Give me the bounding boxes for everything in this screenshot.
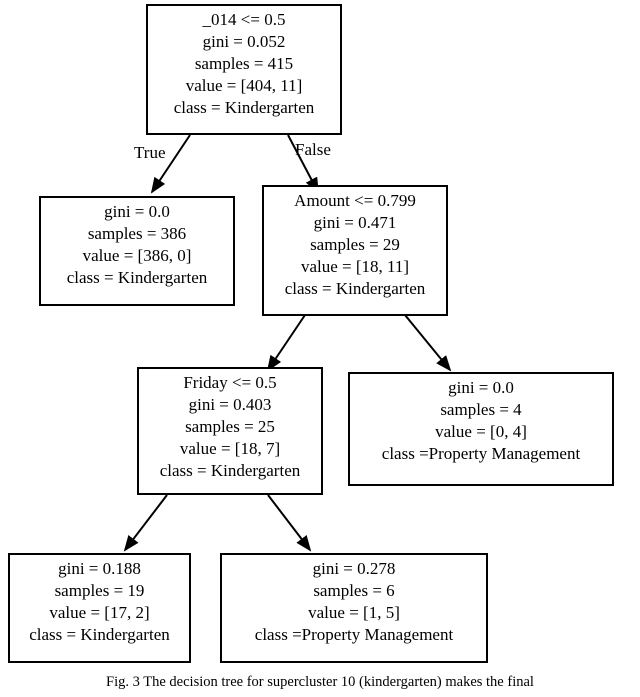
tree-node-leaf-property-6: gini = 0.278 samples = 6 value = [1, 5] …: [220, 553, 488, 663]
node-line: value = [0, 4]: [435, 422, 527, 441]
edge-label-false: False: [295, 140, 331, 159]
node-line: samples = 6: [313, 581, 395, 600]
tree-node-root: _014 <= 0.5 gini = 0.052 samples = 415 v…: [146, 4, 342, 135]
node-line: Amount <= 0.799: [294, 191, 416, 210]
node-line: value = [18, 7]: [179, 439, 281, 458]
node-line: samples = 29: [310, 235, 400, 254]
node-line: gini = 0.0: [448, 378, 514, 397]
node-line: samples = 4: [440, 400, 522, 419]
node-line: value = [18, 11]: [300, 257, 410, 276]
node-line: value = [17, 2]: [49, 603, 150, 622]
edge-label-true: True: [134, 143, 166, 162]
node-line: samples = 386: [87, 224, 187, 243]
tree-node-leaf-kindergarten-19: gini = 0.188 samples = 19 value = [17, 2…: [8, 553, 191, 663]
node-line: class = Kindergarten: [29, 625, 170, 644]
node-line: value = [386, 0]: [82, 246, 192, 265]
node-line: gini = 0.188: [58, 559, 141, 578]
node-line: class = Kindergarten: [284, 279, 426, 298]
node-line: gini = 0.403: [188, 395, 272, 414]
tree-node-amount: Amount <= 0.799 gini = 0.471 samples = 2…: [262, 185, 448, 316]
node-line: gini = 0.0: [104, 202, 170, 221]
node-line: class = Kindergarten: [159, 461, 301, 480]
figure-caption: Fig. 3 The decision tree for supercluste…: [106, 674, 534, 690]
node-line: gini = 0.278: [312, 559, 396, 578]
tree-node-leaf-kindergarten-386: gini = 0.0 samples = 386 value = [386, 0…: [39, 196, 235, 306]
tree-node-leaf-property-4: gini = 0.0 samples = 4 value = [0, 4] cl…: [348, 372, 614, 486]
node-line: gini = 0.052: [202, 32, 286, 51]
node-line: samples = 25: [185, 417, 275, 436]
node-line: class =Property Management: [254, 625, 454, 644]
node-line: samples = 415: [194, 54, 294, 73]
node-line: class = Kindergarten: [173, 98, 315, 117]
node-line: Friday <= 0.5: [183, 373, 277, 392]
node-line: gini = 0.471: [313, 213, 397, 232]
node-line: value = [404, 11]: [185, 76, 303, 95]
node-line: value = [1, 5]: [308, 603, 400, 622]
node-line: samples = 19: [54, 581, 145, 600]
node-line: class = Kindergarten: [66, 268, 208, 287]
tree-node-friday: Friday <= 0.5 gini = 0.403 samples = 25 …: [137, 367, 323, 495]
node-line: class =Property Management: [381, 444, 581, 463]
node-line: _014 <= 0.5: [202, 10, 286, 29]
